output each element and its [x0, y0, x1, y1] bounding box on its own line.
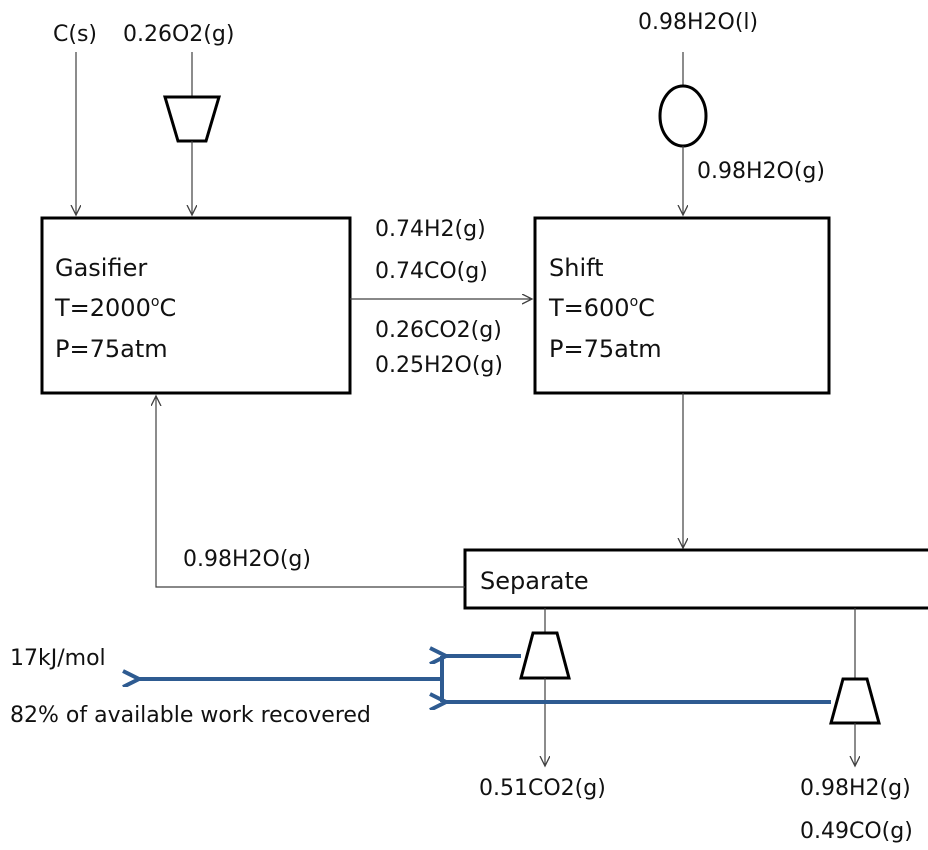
h2-product-label: 0.98H2(g): [800, 776, 911, 801]
stream-h2o-label: 0.25H2O(g): [375, 353, 503, 378]
shift-title: Shift: [549, 254, 604, 282]
co2-product-label: 0.51CO2(g): [479, 776, 606, 801]
water-pump-icon: [658, 84, 708, 148]
gasifier-temperature: T=2000oC: [54, 294, 176, 322]
water-vapor-label: 0.98H2O(g): [697, 159, 825, 184]
shift-temperature: T=600oC: [548, 294, 655, 322]
gasifier-pressure: P=75atm: [55, 335, 168, 363]
separator-title: Separate: [480, 567, 589, 595]
carbon-feed-label: C(s): [53, 22, 97, 47]
shift-pressure: P=75atm: [549, 335, 662, 363]
work-recovery-label: 82% of available work recovered: [10, 703, 371, 728]
oxygen-compressor-icon: [162, 95, 222, 143]
separator-block: [463, 548, 928, 610]
gasifier-block: [40, 216, 352, 395]
water-liquid-label: 0.98H2O(l): [638, 10, 758, 35]
stream-h2-label: 0.74H2(g): [375, 217, 486, 242]
stream-co2-label: 0.26CO2(g): [375, 318, 502, 343]
recycle-water-arrow: [156, 396, 465, 588]
co-product-label: 0.49CO(g): [800, 819, 913, 844]
stream-co-label: 0.74CO(g): [375, 259, 488, 284]
h2-expander-icon: [829, 677, 881, 725]
shift-reactor-block: [533, 216, 831, 395]
work-energy-label: 17kJ/mol: [10, 646, 106, 671]
oxygen-feed-label: 0.26O2(g): [123, 22, 234, 47]
recycle-water-label: 0.98H2O(g): [183, 547, 311, 572]
co2-expander-icon: [519, 631, 571, 680]
gasifier-title: Gasifier: [55, 254, 147, 282]
